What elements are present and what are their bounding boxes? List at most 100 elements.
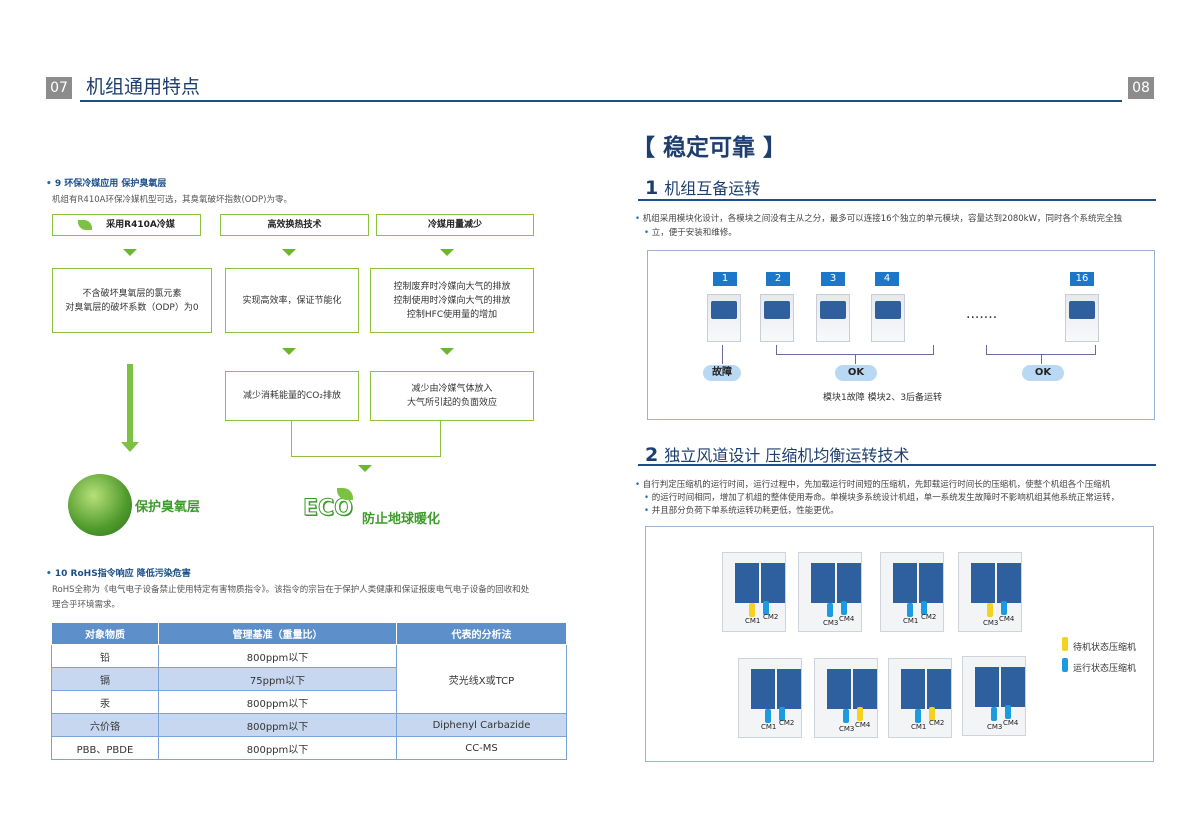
cm4-label: CM4: [855, 721, 871, 729]
connector: [291, 421, 292, 457]
running-compressor: [827, 603, 833, 617]
unit-image: CM1 CM2: [722, 552, 786, 632]
cm2-label: CM2: [921, 613, 937, 621]
module-diagram: [647, 250, 1155, 420]
header-rule: [80, 100, 1122, 102]
cell: 800ppm以下: [158, 644, 397, 668]
running-compressor: [907, 603, 913, 617]
compressor-diagram: [645, 526, 1154, 762]
box-efficiency: 实现高效率，保证节能化: [225, 268, 359, 333]
eco-label: 防止地球暖化: [362, 512, 441, 527]
cell: CC-MS: [396, 736, 567, 760]
long-arrow-shaft: [127, 364, 133, 444]
cell: 800ppm以下: [158, 736, 397, 760]
standby-legend-label: 待机状态压缩机: [1073, 643, 1137, 653]
standby-compressor: [929, 707, 935, 721]
cm1-label: CM1: [911, 723, 927, 731]
box-text: 控制使用时冷媒向大气的排放: [393, 295, 511, 306]
module-caption: 模块1故障 模块2、3后备运转: [823, 393, 943, 403]
cell: PBB、PBDE: [51, 736, 159, 760]
box-heat-exchange: 高效换热技术: [220, 214, 369, 236]
globe-image: [68, 474, 132, 536]
running-legend-swatch: [1062, 658, 1068, 672]
col-header: 代表的分析法: [396, 622, 567, 645]
cm4-label: CM4: [1003, 719, 1019, 727]
s1-number: 1: [645, 177, 659, 199]
sec10-desc-line1: RoHS全称为《电气电子设备禁止使用特定有害物质指令》。该指令的宗旨在于保护人类…: [52, 585, 530, 595]
standby-legend-swatch: [1062, 637, 1068, 651]
s1-title: 机组互备运转: [664, 179, 761, 198]
unit-image: CM3 CM4: [814, 658, 878, 738]
s2-desc-line1: 自行判定压缩机的运行时间，运行过程中，先加载运行时间短的压缩机，先卸载运行时间长…: [635, 478, 1111, 492]
arrow-down: [282, 249, 296, 256]
unit-image: CM3 CM4: [958, 552, 1022, 632]
table-row: 六价铬 800ppm以下 Diphenyl Carbazide: [51, 713, 567, 737]
cm1-label: CM1: [745, 617, 761, 625]
ellipsis: ·······: [966, 310, 998, 326]
running-compressor: [991, 707, 997, 721]
cm2-label: CM2: [763, 613, 779, 621]
s2-rule: [638, 464, 1156, 466]
unit-image: CM1 CM2: [880, 552, 944, 632]
arrow-down: [440, 348, 454, 355]
standby-compressor: [857, 707, 863, 721]
module-unit: [871, 294, 905, 342]
sec10-desc-line2: 理合乎环境需求。: [52, 600, 121, 610]
box-less-refrigerant: 冷媒用量减少: [376, 214, 534, 236]
box-r410a: 采用R410A冷媒: [52, 214, 201, 236]
col-header: 对象物质: [51, 622, 159, 645]
s1-heading: 1 机组互备运转: [645, 175, 760, 199]
s2-title: 独立风道设计 压缩机均衡运转技术: [664, 446, 910, 465]
ok-badge: OK: [1022, 365, 1064, 381]
cm3-label: CM3: [983, 619, 999, 627]
cm2-label: CM2: [929, 719, 945, 727]
module-unit: [707, 294, 741, 342]
box-emission-control: 控制废弃时冷媒向大气的排放 控制使用时冷媒向大气的排放 控制HFC使用量的增加: [370, 268, 534, 333]
table-row: PBB、PBDE 800ppm以下 CC-MS: [51, 736, 567, 760]
leaf-icon: [78, 220, 93, 230]
unit-image: CM1 CM2: [738, 658, 802, 738]
unit-image: CM1 CM2: [888, 658, 952, 738]
box-text: 控制HFC使用量的增加: [406, 309, 498, 320]
running-compressor: [843, 709, 849, 723]
module-tag: 2: [766, 272, 790, 286]
long-arrow-head: [121, 442, 139, 452]
cm4-label: CM4: [999, 615, 1015, 623]
cell: 荧光线X或TCP: [396, 644, 567, 714]
cell: Diphenyl Carbazide: [396, 713, 567, 737]
table-row: 铅 800ppm以下 荧光线X或TCP: [51, 644, 567, 714]
connector: [440, 421, 441, 457]
running-compressor: [1005, 705, 1011, 719]
s2-desc-line2: 的运行时间相同，增加了机组的整体使用寿命。单模块多系统设计机组，单一系统发生故障…: [644, 491, 1120, 505]
cell: 800ppm以下: [158, 690, 397, 714]
box-text: 控制废弃时冷媒向大气的排放: [393, 281, 511, 292]
standby-compressor: [987, 603, 993, 617]
running-compressor: [779, 707, 785, 721]
sec9-heading: 9 环保冷媒应用 保护臭氧层: [46, 176, 167, 189]
sec10-heading: 10 RoHS指令响应 降低污染危害: [46, 566, 191, 579]
ok-badge: OK: [835, 365, 877, 381]
table-header-row: 对象物质 管理基准（重量比） 代表的分析法: [51, 622, 567, 645]
module-tag: 4: [875, 272, 899, 286]
bracket: [776, 345, 934, 355]
s1-desc-line2: 立，便于安装和维修。: [644, 226, 737, 240]
bracket: [986, 345, 1096, 355]
s1-desc-line1: 机组采用模块化设计，各模块之间没有主从之分，最多可以连接16个独立的单元模块，容…: [635, 212, 1122, 226]
s1-rule: [638, 199, 1156, 201]
arrow-down: [282, 348, 296, 355]
unit-image: CM3 CM4: [798, 552, 862, 632]
cm3-label: CM3: [987, 723, 1003, 731]
module-tag: 16: [1070, 272, 1094, 286]
globe-label: 保护臭氧层: [135, 500, 201, 515]
unit-image: CM3 CM4: [962, 656, 1026, 736]
arrow-down: [358, 465, 372, 472]
running-compressor: [915, 709, 921, 723]
cm3-label: CM3: [823, 619, 839, 627]
page-title: 机组通用特点: [86, 76, 201, 98]
connector: [722, 345, 723, 364]
module-tag: 3: [821, 272, 845, 286]
s2-desc-line3: 并且部分负荷下单系统运转功耗更低，性能更优。: [644, 504, 839, 518]
fault-badge: 故障: [703, 365, 741, 381]
module-unit: [1065, 294, 1099, 342]
